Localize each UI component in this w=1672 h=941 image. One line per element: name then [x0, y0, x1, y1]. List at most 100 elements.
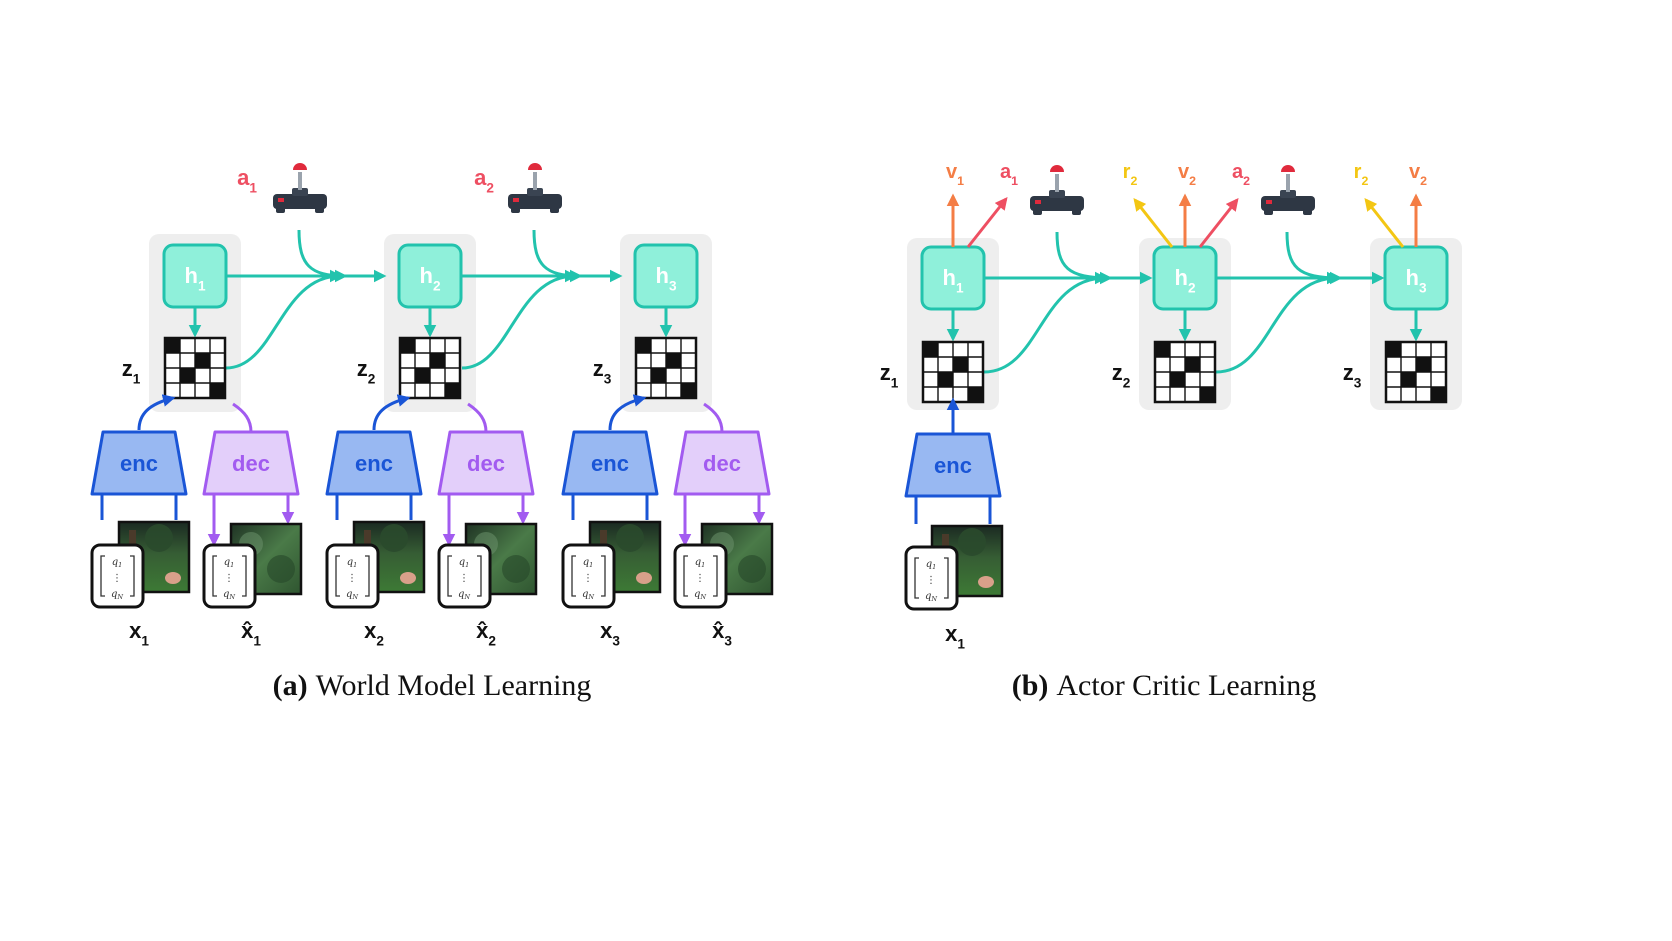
- svg-text:⋮: ⋮: [224, 573, 234, 584]
- svg-text:q1: q1: [926, 559, 937, 571]
- value-label: v1: [946, 161, 964, 188]
- vector-card-icon: q1 ⋮ qN: [325, 543, 380, 609]
- joystick-icon: [508, 163, 562, 213]
- reconstruction-label: x̂2: [476, 618, 496, 648]
- encoder-to-z-arrow: [372, 394, 411, 431]
- z-state-label: z2: [1112, 360, 1131, 390]
- svg-text:⋮: ⋮: [583, 573, 593, 584]
- z-state-grid: [634, 336, 698, 400]
- forest-frame-image: [352, 520, 426, 594]
- reconstruction-label: x̂1: [241, 618, 261, 648]
- action-feed-arrow: [1285, 231, 1343, 285]
- svg-text:qN: qN: [346, 589, 358, 601]
- encoder-module: [325, 430, 423, 496]
- svg-text:q1: q1: [224, 557, 235, 569]
- caption-a: (a)World Model Learning: [273, 669, 592, 702]
- value-label: v2: [1178, 161, 1196, 188]
- svg-text:⋮: ⋮: [459, 573, 469, 584]
- z-state-label: z3: [593, 356, 612, 386]
- action-feed-arrow: [1055, 231, 1113, 285]
- joystick-icon: [273, 163, 327, 213]
- z-state-grid: [1384, 340, 1448, 404]
- z-state-label: z3: [1343, 360, 1362, 390]
- vector-card-icon: q1 ⋮ qN: [561, 543, 616, 609]
- input-label: x1: [945, 621, 965, 651]
- svg-text:q1: q1: [347, 557, 358, 569]
- decoder-module-label: dec: [232, 451, 270, 476]
- encoder-module-label: enc: [591, 451, 629, 476]
- svg-text:⋮: ⋮: [112, 573, 122, 584]
- action-label: a2: [1232, 161, 1250, 188]
- input-label: x2: [364, 618, 384, 648]
- z-state-grid: [398, 336, 462, 400]
- vector-card-icon: q1 ⋮ qN: [904, 545, 959, 611]
- encoder-to-z-arrow: [608, 394, 647, 431]
- z-feed-arrow: [461, 269, 578, 370]
- svg-text:⋮: ⋮: [347, 573, 357, 584]
- h-state-label: h3: [655, 263, 676, 293]
- z-state-label: z1: [880, 360, 899, 390]
- z-to-decoder-line: [703, 402, 724, 433]
- z-feed-arrow: [1215, 271, 1340, 374]
- svg-text:⋮: ⋮: [926, 575, 936, 586]
- svg-text:qN: qN: [582, 589, 594, 601]
- z-feed-arrow: [225, 269, 343, 370]
- action-feed-arrow: [297, 229, 348, 283]
- action-head-arrow: [966, 197, 1008, 248]
- encoder-module: [561, 430, 659, 496]
- caption-b: (b)Actor Critic Learning: [1012, 669, 1317, 702]
- reward-label: r2: [1354, 161, 1369, 188]
- h-state-label: h3: [1405, 265, 1426, 295]
- svg-text:q1: q1: [459, 557, 470, 569]
- svg-text:q1: q1: [695, 557, 706, 569]
- h-state-label: h2: [419, 263, 440, 293]
- decoder-module: [673, 430, 771, 496]
- svg-text:qN: qN: [111, 589, 123, 601]
- svg-text:⋮: ⋮: [695, 573, 705, 584]
- encoder-to-z-arrow: [137, 394, 176, 431]
- reward-head-arrow: [1364, 198, 1405, 248]
- svg-text:qN: qN: [223, 589, 235, 601]
- encoder-module-label: enc: [934, 453, 972, 478]
- encoder-module-label: enc: [120, 451, 158, 476]
- action-label: a1: [1000, 161, 1018, 188]
- reward-head-arrow: [1133, 198, 1174, 248]
- action-label: a2: [474, 165, 494, 195]
- z-state-label: z1: [122, 356, 141, 386]
- decoder-module: [437, 430, 535, 496]
- z-state-label: z2: [357, 356, 376, 386]
- reconstruction-label: x̂3: [712, 618, 732, 648]
- input-label: x3: [600, 618, 620, 648]
- joystick-icon: [1261, 165, 1315, 215]
- encoder-module-label: enc: [355, 451, 393, 476]
- input-label: x1: [129, 618, 149, 648]
- encoder-module: [904, 432, 1002, 498]
- svg-text:q1: q1: [112, 557, 123, 569]
- h-state-label: h2: [1174, 265, 1195, 295]
- vector-card-icon: q1 ⋮ qN: [673, 543, 728, 609]
- decoder-module: [202, 430, 300, 496]
- svg-text:qN: qN: [694, 589, 706, 601]
- joystick-icon: [1030, 165, 1084, 215]
- svg-text:q1: q1: [583, 557, 594, 569]
- z-to-decoder-line: [467, 402, 488, 433]
- vector-card-icon: q1 ⋮ qN: [437, 543, 492, 609]
- h-state-label: h1: [942, 265, 963, 295]
- action-label: a1: [237, 165, 257, 195]
- z-state-grid: [1153, 340, 1217, 404]
- reward-label: r2: [1123, 161, 1138, 188]
- z-feed-arrow: [983, 271, 1108, 374]
- h-state-label: h1: [184, 263, 205, 293]
- encoder-module: [90, 430, 188, 496]
- decoder-module-label: dec: [467, 451, 505, 476]
- z-state-grid: [163, 336, 227, 400]
- svg-text:qN: qN: [925, 591, 937, 603]
- value-label: v2: [1409, 161, 1427, 188]
- z-to-decoder-line: [232, 402, 253, 433]
- action-feed-arrow: [532, 229, 583, 283]
- vector-card-icon: q1 ⋮ qN: [90, 543, 145, 609]
- svg-text:qN: qN: [458, 589, 470, 601]
- vector-card-icon: q1 ⋮ qN: [202, 543, 257, 609]
- action-head-arrow: [1198, 198, 1239, 248]
- z-state-grid: [921, 340, 985, 404]
